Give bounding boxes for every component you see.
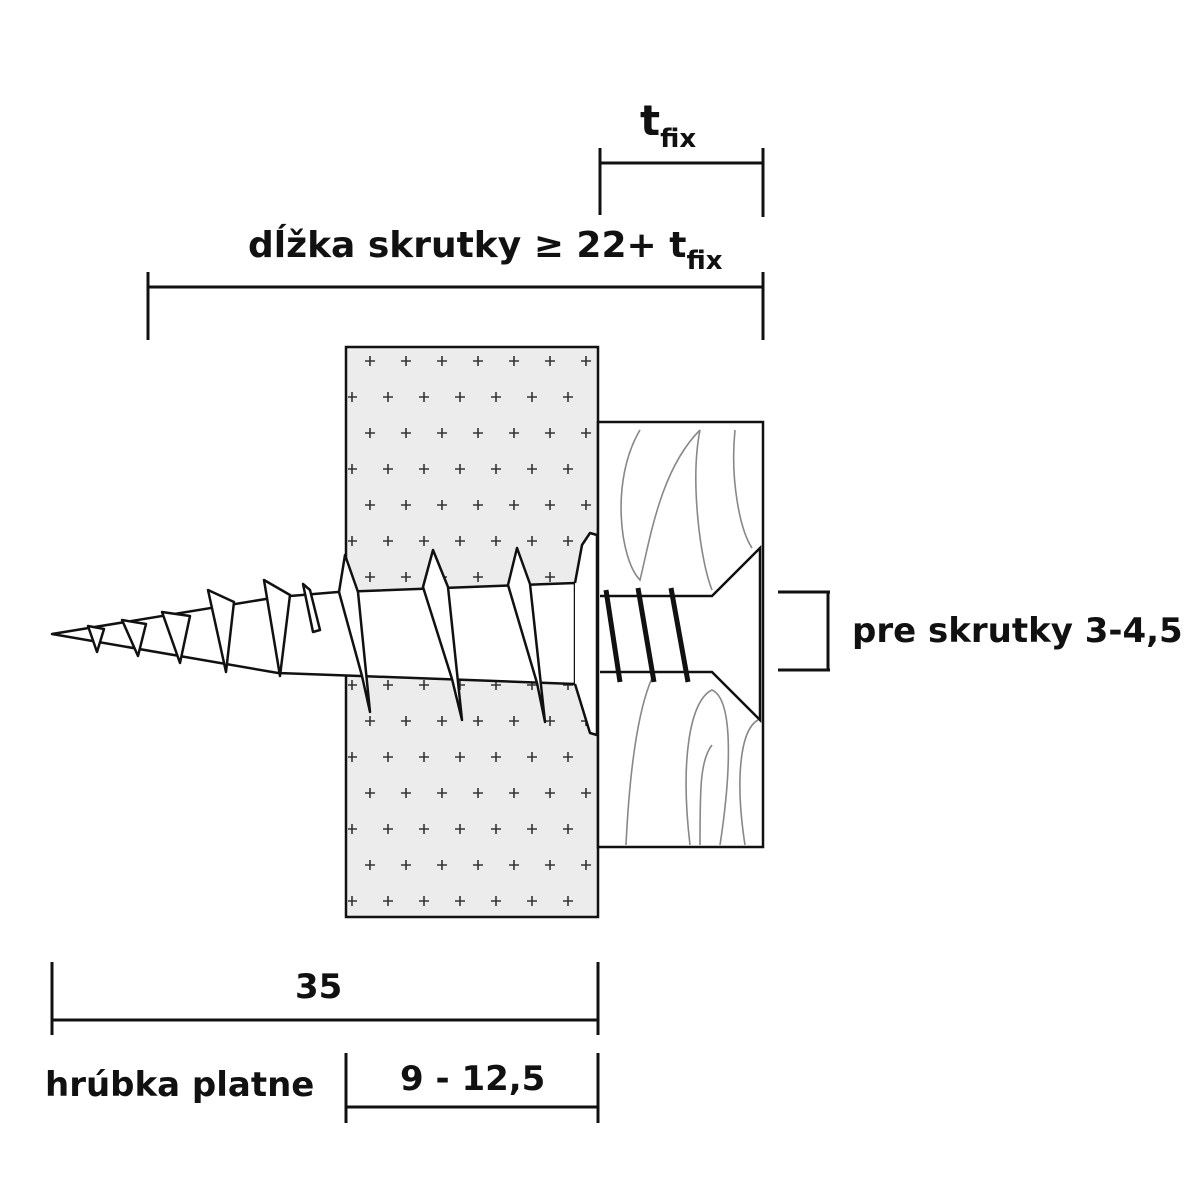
total-length-dimension (50, 962, 600, 1035)
board-thickness-dimension (344, 1053, 600, 1123)
tfix-sub: fix (660, 124, 697, 154)
screw-length-label: dĺžka skrutky ≥ 22+ tfix (248, 225, 722, 275)
drywall-anchor (50, 531, 691, 737)
board-thickness-value: 9 - 12,5 (400, 1059, 546, 1099)
screw-size-label: pre skrutky 3-4,5 (852, 611, 1183, 651)
board-thickness-label: hrúbka platne (45, 1065, 315, 1105)
tfix-main: t (640, 96, 661, 145)
total-length-label: 35 (295, 967, 343, 1007)
tfix-dimension (598, 148, 765, 217)
screw-size-dimension (778, 590, 830, 672)
screw-length-text: dĺžka skrutky ≥ 22+ t (248, 225, 687, 266)
tfix-label: tfix (640, 100, 696, 153)
screw-length-sub: fix (686, 246, 723, 276)
screw-length-dimension (146, 272, 765, 340)
